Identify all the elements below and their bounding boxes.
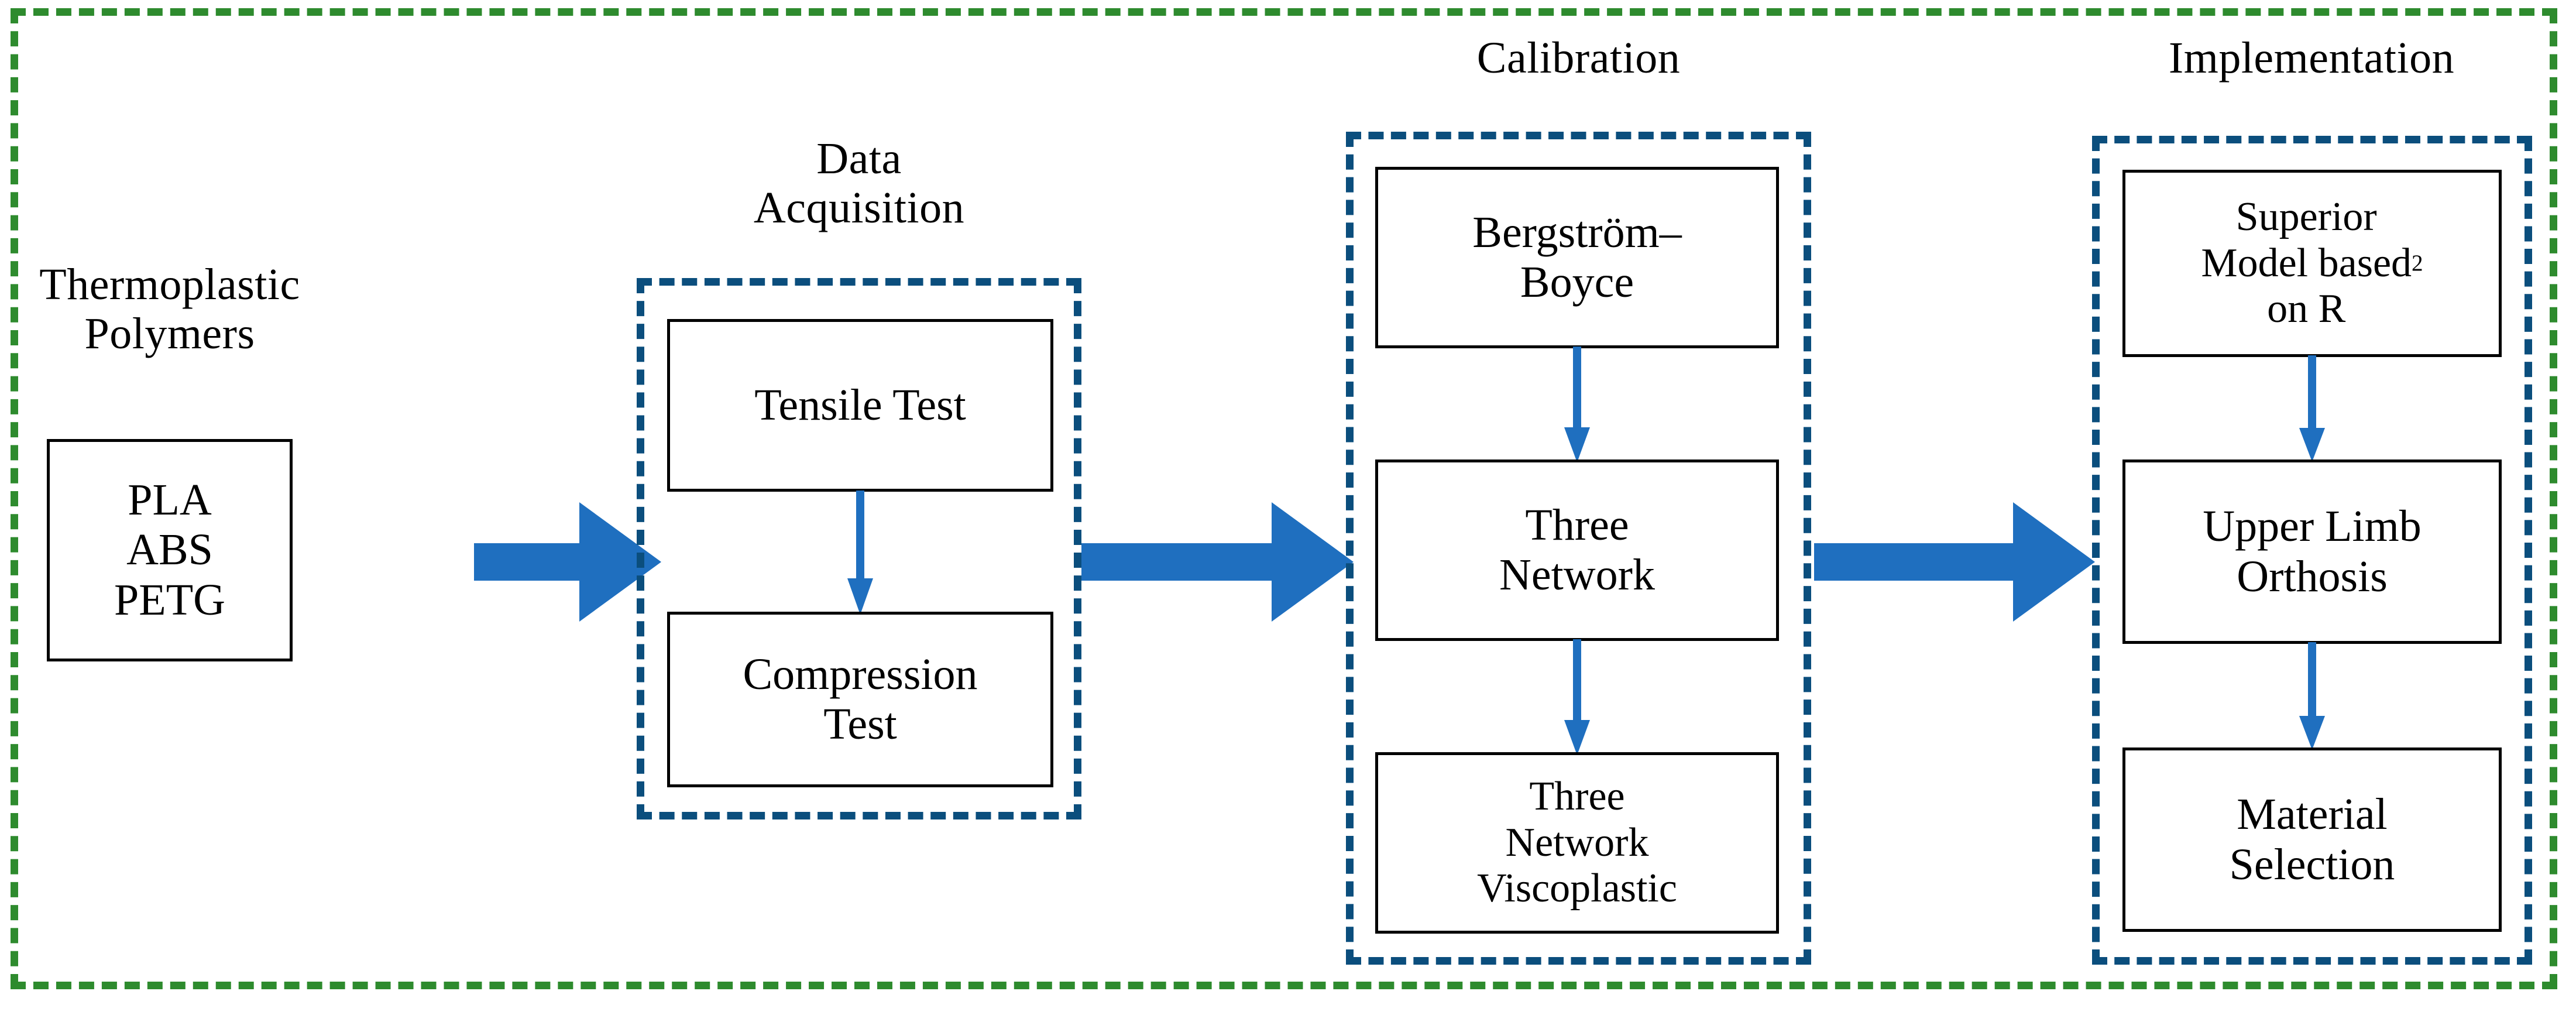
- stage-frame-acquisition: [637, 278, 1081, 819]
- node-arrow-tensile-to-compression: [843, 491, 878, 615]
- stage-arrow-calibration-to-implementation: [1814, 492, 2095, 632]
- node-compression-test: Compression Test: [667, 612, 1053, 787]
- stage-title-implementation: Implementation: [2168, 33, 2455, 83]
- node-three-network-viscoplastic: Three Network Viscoplastic: [1375, 752, 1779, 934]
- node-three-network: Three Network: [1375, 460, 1779, 641]
- stage-title-acquisition: Data Acquisition: [753, 134, 965, 232]
- outer-workflow-frame: [11, 8, 2557, 989]
- stage-title-materials: Thermoplastic Polymers: [39, 260, 300, 358]
- stage-arrow-acquisition-to-calibration: [1081, 492, 1354, 632]
- stage-arrow-materials-to-acquisition: [474, 492, 661, 632]
- node-tensile-test: Tensile Test: [667, 319, 1053, 492]
- node-arrow-superior-to-orthosis: [2295, 355, 2330, 462]
- stage-frame-implementation: [2092, 136, 2532, 965]
- node-arrow-three-network-to-viscoplastic: [1560, 639, 1595, 755]
- node-material-selection: Material Selection: [2122, 747, 2502, 932]
- node-arrow-orthosis-to-selection: [2295, 642, 2330, 750]
- stage-title-calibration: Calibration: [1476, 33, 1681, 83]
- node-superior-model-text: Superior Model based on R: [2201, 194, 2412, 332]
- node-arrow-bergstrom-to-three-network: [1560, 347, 1595, 462]
- stage-frame-calibration: [1346, 132, 1811, 965]
- node-upper-limb-orthosis: Upper Limb Orthosis: [2122, 460, 2502, 644]
- node-materials-list: PLA ABS PETG: [47, 439, 293, 661]
- node-bergstrom-boyce: Bergström– Boyce: [1375, 167, 1779, 348]
